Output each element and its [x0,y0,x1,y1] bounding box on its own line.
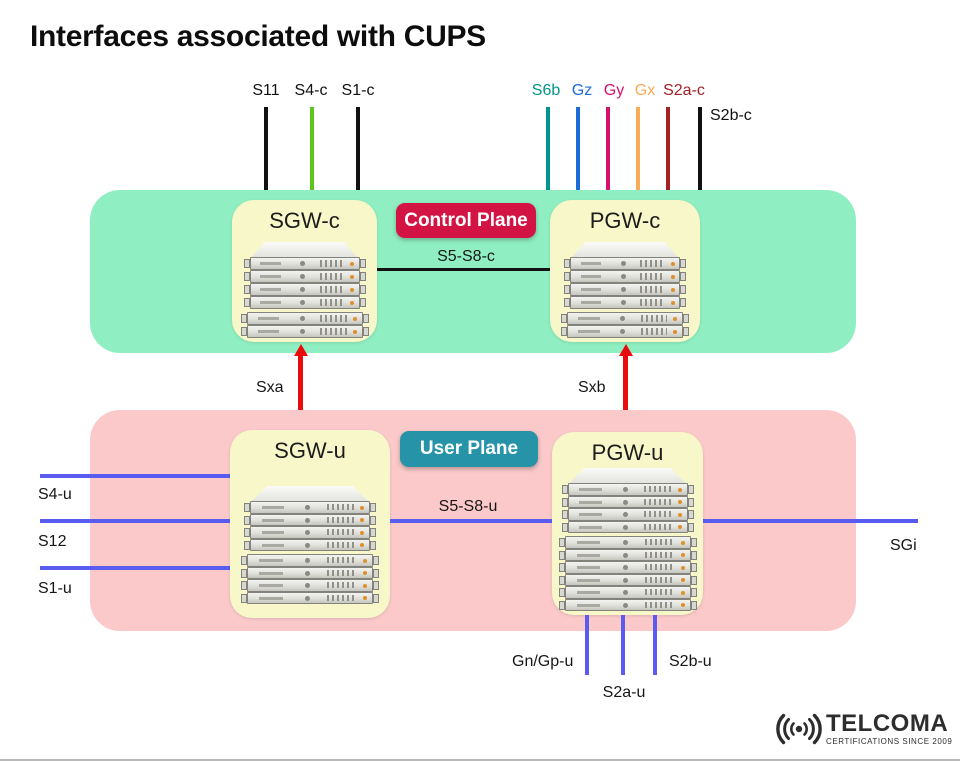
server-top-panel [251,242,358,257]
interface-label-s2au: S2a-u [602,684,646,701]
interface-line-s4c [310,107,314,190]
sxb-arrow-icon [618,344,633,428]
interface-label-s4u: S4-u [38,486,72,503]
node-label-sgw-u: SGW-u [274,438,346,463]
node-sgw-u: SGW-u [230,430,390,618]
node-label-pgw-c: PGW-c [589,208,661,233]
server-unit [241,591,379,604]
server-unit [564,270,686,283]
user-plane-badge: User Plane [400,431,538,467]
server-stack-icon [558,468,697,611]
interface-label-s2bc: S2b-c [710,107,752,124]
server-unit [241,566,379,579]
server-unit [561,483,694,496]
node-label-sgw-c: SGW-c [269,208,340,233]
interface-label-s11: S11 [252,82,280,99]
server-unit [561,312,689,325]
server-unit [561,508,694,521]
interface-line-s2bc [698,107,702,190]
server-unit [558,548,697,561]
server-stack-icon [241,486,379,604]
interface-line-s2bu [653,615,657,675]
interface-line-s5s8c [377,268,550,271]
page-title: Interfaces associated with CUPS [30,20,486,53]
server-unit [558,586,697,599]
interface-label-sxa: Sxa [256,379,284,396]
interface-label-s5s8c: S5-S8-c [437,248,495,265]
server-unit [564,296,686,309]
server-unit [561,495,694,508]
server-unit [558,573,697,586]
server-unit [241,554,379,567]
interface-line-s2ac [666,107,670,190]
server-unit [558,598,697,611]
interface-label-s6b: S6b [531,82,561,99]
interface-line-sgi [703,519,918,523]
control-plane-badge: Control Plane [396,203,536,238]
control-plane-badge-label: Control Plane [404,209,528,231]
server-unit [564,283,686,296]
node-pgw-c: PGW-c [550,200,700,342]
sxa-arrow-icon [293,344,308,428]
interface-label-gx: Gx [634,82,656,99]
interface-line-s12 [40,519,232,523]
server-unit [243,257,366,270]
interface-line-s5s8u [390,519,552,523]
interface-line-s11 [264,107,268,190]
interface-line-s2au [621,615,625,675]
telcoma-logo: TELCOMA CERTIFICATIONS SINCE 2009 [776,710,952,748]
server-unit [244,526,376,539]
server-stack-icon [561,242,689,338]
user-plane-badge-label: User Plane [419,438,519,459]
interface-label-s4c: S4-c [294,82,328,99]
interface-line-gy [606,107,610,190]
server-top-panel [252,486,368,501]
interface-line-gngpu [585,615,589,675]
interface-label-s1u: S1-u [38,580,72,597]
interface-label-sgi: SGi [890,537,917,554]
server-unit [244,538,376,551]
interface-line-s4u [40,474,232,478]
server-unit [240,312,369,325]
interface-label-gngpu: Gn/Gp-u [512,653,574,670]
logo-tagline: CERTIFICATIONS SINCE 2009 [826,737,953,746]
server-top-panel [572,242,678,257]
interface-line-s6b [546,107,550,190]
server-unit [561,325,689,338]
server-unit [241,579,379,592]
server-unit [564,257,686,270]
server-top-panel [569,468,686,483]
interface-label-sxb: Sxb [578,379,606,396]
server-unit [240,325,369,338]
server-unit [244,513,376,526]
node-pgw-u: PGW-u [552,432,703,615]
server-unit [561,520,694,533]
server-unit [558,561,697,574]
radio-waves-icon [776,713,822,745]
node-label-pgw-u: PGW-u [591,440,664,465]
interface-label-s12: S12 [38,533,67,550]
server-stack-icon [240,242,369,338]
node-sgw-c: SGW-c [232,200,377,342]
server-unit [243,283,366,296]
server-unit [243,270,366,283]
interface-line-gx [636,107,640,190]
server-unit [243,296,366,309]
server-unit [244,501,376,514]
interface-label-s2bu: S2b-u [669,653,712,670]
interface-line-s1u [40,566,232,570]
server-unit [558,536,697,549]
interface-label-gy: Gy [603,82,625,99]
interface-label-s2ac: S2a-c [663,82,705,99]
interface-line-s1c [356,107,360,190]
interface-label-s5s8u: S5-S8-u [438,498,498,515]
logo-name: TELCOMA [826,710,949,737]
interface-label-s1c: S1-c [341,82,375,99]
page-bottom-edge [0,759,960,761]
interface-label-gz: Gz [571,82,593,99]
interface-line-gz [576,107,580,190]
